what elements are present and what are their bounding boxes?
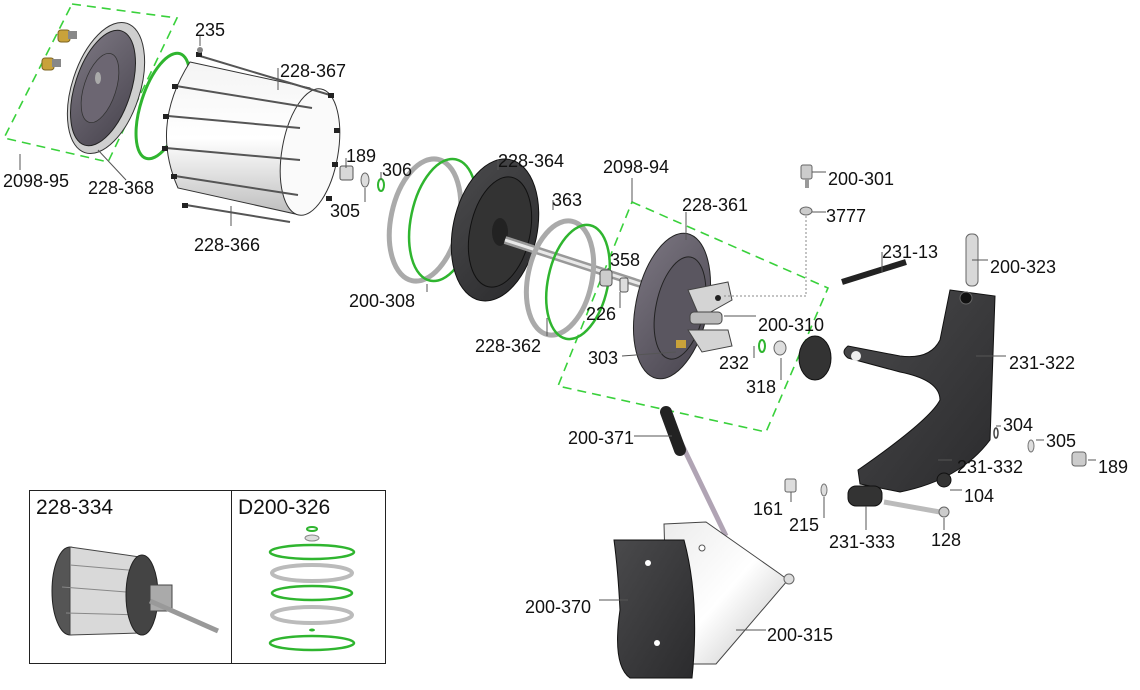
bolt-235-part xyxy=(197,47,203,53)
inset-title: 228-334 xyxy=(36,496,114,519)
part-label[interactable]: 232 xyxy=(719,353,750,373)
washer-part xyxy=(1027,439,1035,453)
part-label[interactable]: 3777 xyxy=(826,206,867,226)
bolt-part xyxy=(883,499,941,515)
part-label[interactable]: 231-332 xyxy=(957,457,1024,477)
bushing-part xyxy=(773,340,787,356)
lever-grip-part xyxy=(660,406,686,456)
inset-title: D200-326 xyxy=(238,496,331,519)
brass-fitting-part xyxy=(41,29,77,71)
part-label[interactable]: 235 xyxy=(195,20,226,40)
nut-part xyxy=(1071,451,1087,467)
part-label[interactable]: 228-362 xyxy=(475,336,542,356)
part-label[interactable]: 200-310 xyxy=(758,315,825,335)
part-label[interactable]: 215 xyxy=(789,515,820,535)
washer-part xyxy=(360,172,370,188)
part-label[interactable]: 200-370 xyxy=(525,597,592,617)
part-label[interactable]: 228-368 xyxy=(88,178,155,198)
washer-part xyxy=(799,206,813,216)
part-label[interactable]: 228-367 xyxy=(280,61,347,81)
nut-part xyxy=(784,478,797,493)
spring-part xyxy=(841,259,907,285)
group-outline-2098-94 xyxy=(556,200,830,433)
part-label[interactable]: 104 xyxy=(964,486,995,506)
arm-part xyxy=(843,289,996,493)
flange-plate-part xyxy=(633,232,733,380)
part-label[interactable]: 304 xyxy=(1003,415,1034,435)
seal-kit-thumbnail xyxy=(268,526,356,652)
drum-assembly-thumbnail xyxy=(51,546,220,636)
part-label[interactable]: 318 xyxy=(746,377,777,397)
part-label[interactable]: 231-333 xyxy=(829,532,896,552)
roller-part xyxy=(798,335,832,381)
part-label[interactable]: 305 xyxy=(330,201,361,221)
bushing-part xyxy=(599,269,613,287)
nut-part xyxy=(936,472,952,488)
part-label[interactable]: 200-323 xyxy=(990,257,1057,277)
nut-part xyxy=(339,165,354,181)
part-label[interactable]: 189 xyxy=(1098,457,1129,477)
small-oring-part xyxy=(377,178,385,192)
leader-lines xyxy=(19,36,1096,631)
group-label[interactable]: 2098-95 xyxy=(3,171,70,191)
drum-shell-part xyxy=(162,52,341,223)
pivot-part xyxy=(847,485,883,507)
part-label[interactable]: 305 xyxy=(1046,431,1077,451)
leader-dotted xyxy=(722,212,807,297)
end-plate-part xyxy=(66,21,146,155)
oring-part xyxy=(993,427,999,439)
oring-part xyxy=(758,339,766,353)
piston-part xyxy=(450,158,540,302)
part-label[interactable]: 200-301 xyxy=(828,169,895,189)
part-label[interactable]: 231-13 xyxy=(882,242,939,262)
brake-pad-part xyxy=(613,539,696,679)
part-label[interactable]: 128 xyxy=(931,530,962,550)
part-label[interactable]: 226 xyxy=(586,304,617,324)
part-label[interactable]: 161 xyxy=(753,499,784,519)
inset-seal-kit[interactable]: D200-326 xyxy=(231,490,386,664)
part-label[interactable]: 228-366 xyxy=(194,235,261,255)
part-label[interactable]: 200-371 xyxy=(568,428,635,448)
oring-part xyxy=(545,223,611,341)
part-label[interactable]: 200-315 xyxy=(767,625,834,645)
part-label[interactable]: 228-364 xyxy=(498,151,565,171)
group-label[interactable]: 2098-94 xyxy=(603,157,670,177)
part-label[interactable]: 358 xyxy=(610,250,641,270)
group-outline-2098-95 xyxy=(2,3,179,163)
part-label[interactable]: 306 xyxy=(382,160,413,180)
washer-part xyxy=(820,483,828,497)
part-label[interactable]: 363 xyxy=(552,190,583,210)
part-label[interactable]: 231-322 xyxy=(1009,353,1076,373)
bolt-part xyxy=(800,164,813,180)
part-label[interactable]: 303 xyxy=(588,348,619,368)
part-label[interactable]: 189 xyxy=(346,146,377,166)
bushing-part xyxy=(619,277,629,293)
inset-complete-assembly[interactable]: 228-334 xyxy=(29,490,233,664)
part-label[interactable]: 200-308 xyxy=(349,291,416,311)
part-label[interactable]: 228-361 xyxy=(682,195,749,215)
wear-ring-part xyxy=(523,218,597,338)
